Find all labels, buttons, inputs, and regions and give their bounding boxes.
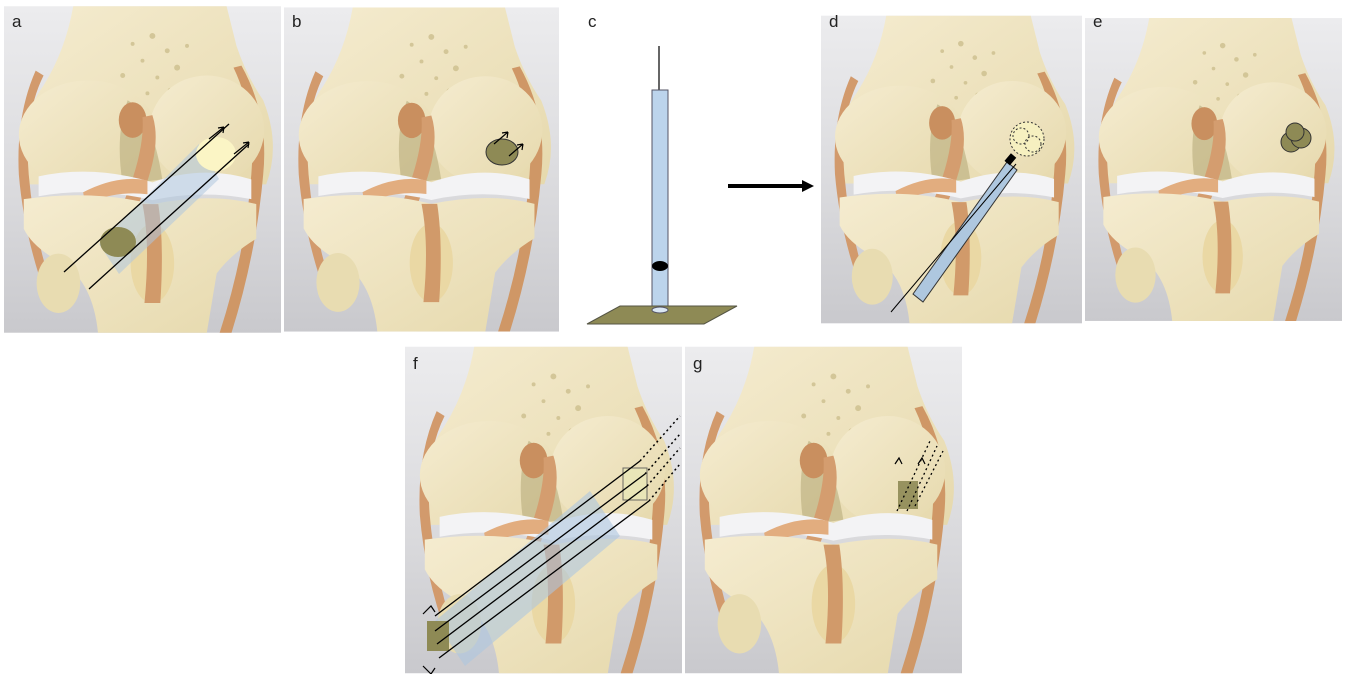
graft-plug-e3 bbox=[1286, 123, 1304, 141]
process-arrow bbox=[726, 178, 816, 194]
knee-illustration-b bbox=[284, 4, 559, 335]
panel-label-g: g bbox=[693, 354, 702, 374]
knee-illustration-a bbox=[4, 4, 281, 335]
syringe-barrel bbox=[652, 90, 668, 312]
panel-g: g bbox=[685, 346, 962, 674]
barrel-base bbox=[652, 307, 668, 313]
panel-d: d bbox=[821, 4, 1082, 335]
knee-illustration-e bbox=[1085, 4, 1342, 335]
panel-f: f bbox=[405, 346, 682, 674]
panel-label-f: f bbox=[413, 354, 418, 374]
panel-a: a bbox=[4, 4, 281, 335]
panel-b: b bbox=[284, 4, 559, 335]
tibial-block-f bbox=[427, 621, 449, 651]
panel-label-a: a bbox=[12, 12, 21, 32]
plunger-tip bbox=[652, 261, 668, 271]
femoral-socket-a bbox=[196, 137, 236, 171]
panel-label-d: d bbox=[829, 12, 838, 32]
panel-label-c: c bbox=[588, 12, 597, 32]
knee-illustration-g bbox=[685, 346, 962, 674]
panel-label-b: b bbox=[292, 12, 301, 32]
panel-e: e bbox=[1085, 4, 1342, 335]
knee-illustration-d bbox=[821, 4, 1082, 335]
knee-illustration-f bbox=[405, 346, 682, 674]
panel-c: c bbox=[582, 4, 742, 335]
tibial-graft-end-a bbox=[100, 227, 136, 257]
panel-label-e: e bbox=[1093, 12, 1102, 32]
syringe-diagram-c bbox=[582, 4, 742, 335]
